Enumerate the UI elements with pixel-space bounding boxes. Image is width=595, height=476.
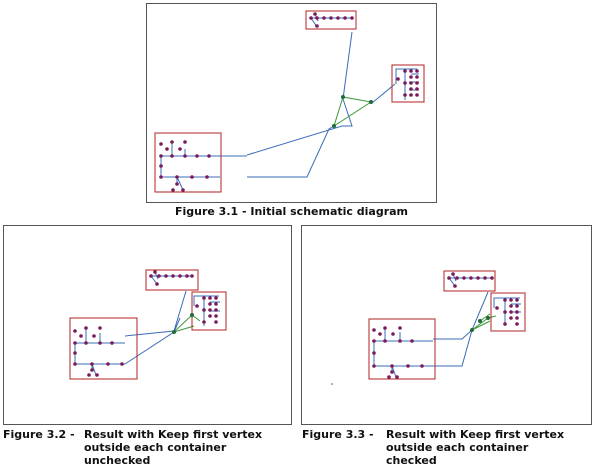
container-right (490, 292, 526, 332)
container-bottom-left (368, 318, 436, 380)
caption-line: Figure 3.1 - Initial schematic diagram (174, 205, 409, 218)
container-right (191, 291, 227, 331)
container-bottom-left (69, 317, 138, 380)
caption-prefix: Figure 3.2 - (3, 428, 75, 441)
figure-3-1-caption: Figure 3.1 - Initial schematic diagram (146, 205, 437, 218)
caption-line: unchecked (84, 454, 151, 467)
caption-line: outside each container (386, 441, 529, 454)
caption-prefix: Figure 3.3 - (302, 428, 374, 441)
figure-3-3-diagram (331, 270, 526, 385)
container-bottom-left (154, 132, 222, 193)
figure-3-3-panel (301, 225, 592, 425)
container-top (305, 10, 357, 30)
caption-line: checked (386, 454, 437, 467)
figure-3-2-diagram (69, 269, 227, 380)
figure-3-2-caption: Figure 3.2 - Result with Keep first vert… (3, 428, 292, 470)
figure-3-1-panel (146, 3, 437, 203)
caption-line: Result with Keep first vertex (84, 428, 263, 441)
caption-line: Result with Keep first vertex (386, 428, 565, 441)
figure-3-1-diagram (154, 10, 425, 193)
container-top (443, 270, 496, 292)
container-right (391, 64, 425, 103)
figure-3-3-caption: Figure 3.3 - Result with Keep first vert… (302, 428, 593, 470)
container-top (145, 269, 199, 291)
figure-3-2-panel (3, 225, 292, 425)
caption-line: outside each container (84, 441, 227, 454)
